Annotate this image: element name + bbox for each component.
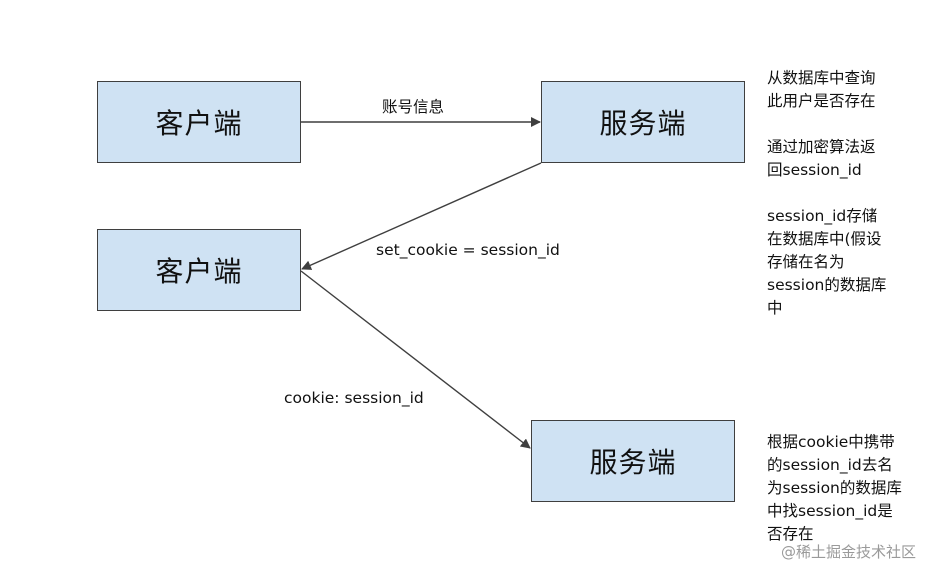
note-line: 中 (767, 299, 783, 317)
note-line: 根据cookie中携带 (767, 433, 895, 451)
note-line: session的数据库 (767, 276, 887, 294)
edge-label-cookie: cookie: session_id (284, 389, 424, 407)
edge-label-set-cookie: set_cookie = session_id (376, 241, 560, 259)
edge-label-account-info: 账号信息 (382, 98, 445, 116)
server2-note: 根据cookie中携带 的session_id去名 为session的数据库 中… (767, 431, 902, 546)
note-line: 在数据库中(假设 (767, 230, 882, 248)
server-node-1: 服务端 (541, 81, 745, 163)
note-line: 为session的数据库 (767, 479, 902, 497)
note-spacer (767, 113, 886, 136)
server1-note: 从数据库中查询 此用户是否存在 通过加密算法返 回session_id sess… (767, 67, 886, 320)
note-line: 回session_id (767, 161, 862, 179)
note-line: session_id存储 (767, 207, 878, 225)
note-line: 否存在 (767, 525, 814, 543)
note-line: 存储在名为 (767, 253, 845, 271)
note-line: 的session_id去名 (767, 456, 893, 474)
client-node-1: 客户端 (97, 81, 301, 163)
watermark: @稀土掘金技术社区 (781, 543, 917, 561)
note-line: 中找session_id是 (767, 502, 893, 520)
note-line: 通过加密算法返 (767, 138, 876, 156)
note-line: 此用户是否存在 (767, 92, 876, 110)
server-node-2: 服务端 (531, 420, 735, 502)
client-node-2: 客户端 (97, 229, 301, 311)
arrow-client2-to-server2 (300, 270, 531, 449)
note-line: 从数据库中查询 (767, 69, 876, 87)
note-spacer (767, 182, 886, 205)
